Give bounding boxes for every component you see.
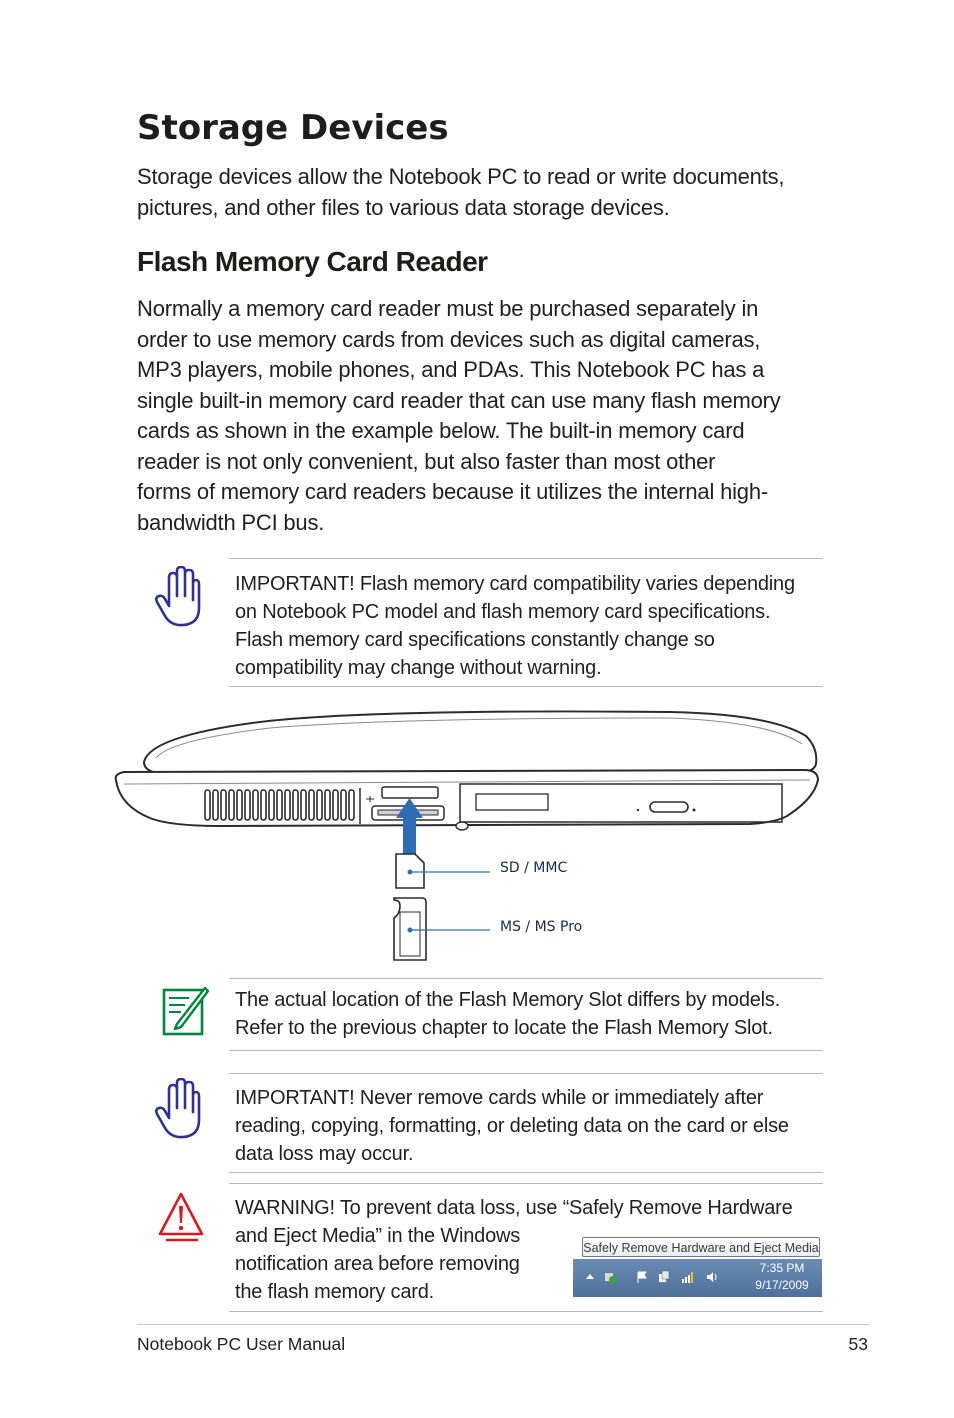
warning-icon [158,1192,204,1242]
note-line: Flash memory card specifications constan… [235,629,715,651]
note-line: and Eject Media” in the Windows [235,1225,521,1247]
note-line: Refer to the previous chapter to locate … [235,1017,773,1039]
triangle-up-icon [586,1274,594,1279]
hand-icon [155,1078,201,1139]
hand-icon [155,566,201,627]
battery-signal-icon [682,1272,693,1283]
speaker-icon [707,1272,717,1282]
note-bottom-rule [229,1050,823,1051]
note-line: IMPORTANT! Flash memory card compatibili… [235,573,795,595]
note-line: notification area before removing [235,1253,520,1275]
clock-date: 9/17/2009 [755,1278,809,1292]
footer-rule [137,1324,869,1325]
note-top-rule [229,1183,823,1184]
taskbar-clock: 7:35 PM 9/17/2009 [742,1260,822,1294]
important-note-2: IMPORTANT! Never remove cards while or i… [235,1084,825,1168]
note-line: compatibility may change without warning… [235,657,602,679]
note-line: reading, copying, formatting, or deletin… [235,1115,789,1137]
pencil-note-icon [162,986,209,1036]
section-heading: Flash Memory Card Reader [137,246,488,277]
note-line: IMPORTANT! Never remove cards while or i… [235,1087,764,1109]
important-note-1: IMPORTANT! Flash memory card compatibili… [235,570,825,682]
clock-time: 7:35 PM [759,1261,805,1275]
paragraph-line: MP3 players, mobile phones, and PDAs. Th… [137,357,765,382]
network-icon [659,1270,670,1282]
safely-remove-tooltip: Safely Remove Hardware and Eject Media [582,1237,820,1257]
note-bottom-rule [229,1172,823,1173]
usb-eject-icon [605,1273,617,1284]
note-line: on Notebook PC model and flash memory ca… [235,601,771,623]
paragraph-line: reader is not only convenient, but also … [137,448,716,474]
flag-icon [637,1271,647,1283]
tip-note: The actual location of the Flash Memory … [235,986,825,1042]
note-line: the flash memory card. [235,1281,435,1303]
footer-manual-title: Notebook PC User Manual [137,1334,346,1354]
page-title: Storage Devices [137,108,449,148]
windows-taskbar: 7:35 PM 9/17/2009 [573,1259,822,1297]
paragraph-line: order to use memory cards from devices s… [137,326,761,352]
note-top-rule [229,558,823,559]
note-line: data loss may occur. [235,1143,414,1165]
paragraph-line: cards as shown in the example below. The… [137,418,745,443]
intro-paragraph: Storage devices allow the Notebook PC to… [137,164,785,220]
note-line: WARNING! To prevent data loss, use “Safe… [235,1197,793,1219]
note-bottom-rule [229,1311,823,1312]
paragraph-line: Normally a memory card reader must be pu… [137,296,759,321]
paragraph-line: forms of memory card readers because it … [137,479,768,504]
card-reader-diagram [114,710,820,961]
section-paragraph: Normally a memory card reader must be pu… [137,294,857,538]
warning-note: WARNING! To prevent data loss, use “Safe… [235,1194,825,1306]
paragraph-line: bandwidth PCI bus. [137,509,325,535]
note-top-rule [229,978,823,979]
note-top-rule [229,1073,823,1074]
note-bottom-rule [229,686,823,687]
ms-pro-label: MS / MS Pro [500,919,583,935]
sd-mmc-label: SD / MMC [500,860,568,876]
paragraph-line: single built-in memory card reader that … [137,387,781,413]
page-number: 53 [848,1334,868,1354]
note-line: The actual location of the Flash Memory … [235,989,781,1011]
